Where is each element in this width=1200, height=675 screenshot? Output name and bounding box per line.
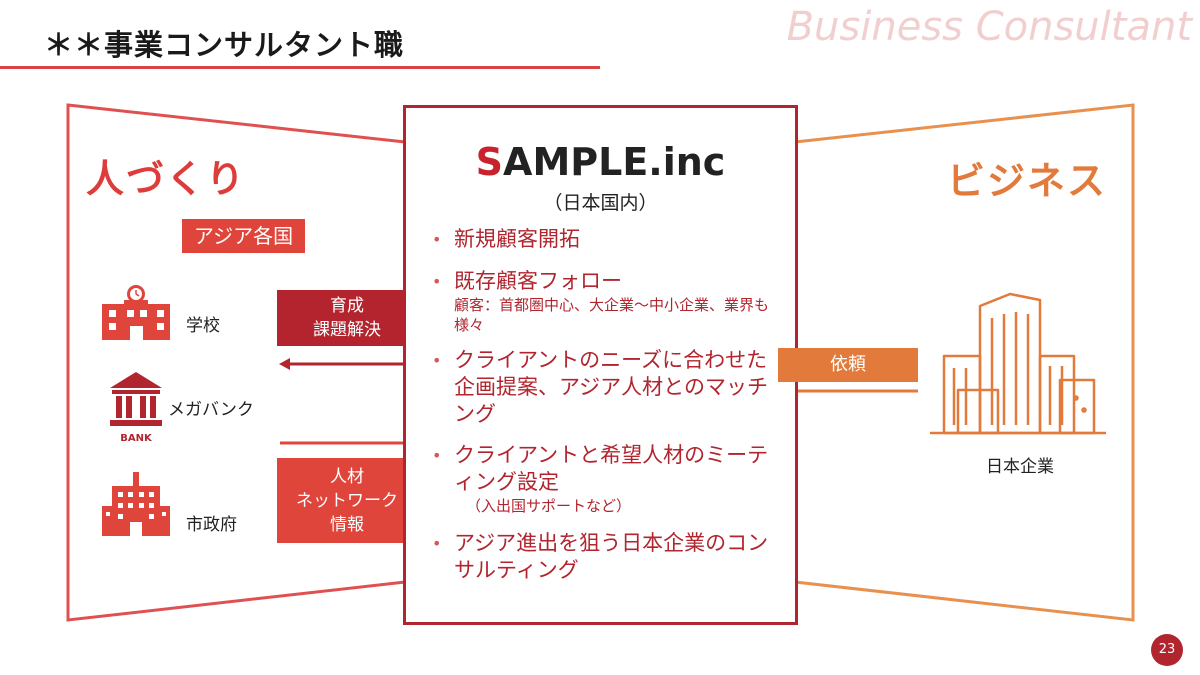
service-item-text: アジア進出を狙う日本企業のコンサルティング bbox=[454, 531, 769, 582]
service-item: 新規顧客開拓 bbox=[430, 226, 780, 253]
training-tag-line-1: 育成 bbox=[330, 296, 364, 316]
service-item-text: 新規顧客開拓 bbox=[454, 227, 580, 251]
talent-info-tag: 人材 ネットワーク 情報 bbox=[277, 458, 417, 543]
talent-tag-line-3: 情報 bbox=[330, 514, 364, 535]
training-tag: 育成 課題解決 bbox=[277, 290, 417, 346]
city-hall-label: 市政府 bbox=[186, 515, 237, 535]
service-item: クライアントのニーズに合わせた企画提案、アジア人材とのマッチング bbox=[430, 347, 780, 428]
service-item: クライアントと希望人材のミーティング設定 （入出国サポートなど） bbox=[430, 442, 780, 516]
school-icon bbox=[102, 285, 170, 340]
city-hall-icon bbox=[102, 472, 170, 536]
bank-label: メガバンク bbox=[168, 400, 254, 420]
watermark-text: Business Consultant bbox=[786, 4, 1192, 50]
company-name-rest: AMPLE.inc bbox=[503, 140, 726, 184]
right-heading: ビジネス bbox=[947, 159, 1108, 203]
talent-tag-line-2: ネットワーク bbox=[296, 490, 398, 511]
service-item-text: 既存顧客フォロー bbox=[454, 269, 622, 293]
page-title: ＊＊事業コンサルタント職 bbox=[44, 28, 405, 62]
region-badge: アジア各国 bbox=[182, 219, 305, 253]
title-underline bbox=[0, 66, 600, 69]
company-name: SAMPLE.inc bbox=[403, 140, 798, 184]
request-tag: 依頼 bbox=[778, 348, 918, 382]
left-heading: 人づくり bbox=[86, 157, 247, 201]
service-item: アジア進出を狙う日本企業のコンサルティング bbox=[430, 530, 780, 584]
page-number: 23 bbox=[1151, 634, 1183, 666]
service-item-text: クライアントのニーズに合わせた企画提案、アジア人材とのマッチング bbox=[454, 348, 768, 426]
company-location: （日本国内） bbox=[543, 192, 658, 214]
training-tag-line-2: 課題解決 bbox=[313, 320, 381, 340]
service-item-text: クライアントと希望人材のミーティング設定 bbox=[454, 443, 769, 494]
office-buildings-icon bbox=[930, 292, 1106, 435]
bank-icon-text: BANK bbox=[120, 433, 153, 444]
japanese-company-label: 日本企業 bbox=[986, 457, 1054, 477]
service-item-note: （入出国サポートなど） bbox=[466, 497, 632, 515]
company-name-initial: S bbox=[475, 140, 504, 184]
school-label: 学校 bbox=[186, 316, 220, 336]
bank-icon bbox=[110, 372, 162, 426]
service-item-note: 顧客：首都圏中心、大企業〜中小企業、業界も様々 bbox=[454, 296, 770, 334]
talent-tag-line-1: 人材 bbox=[330, 466, 364, 487]
arrow-to-left-head bbox=[279, 358, 290, 370]
